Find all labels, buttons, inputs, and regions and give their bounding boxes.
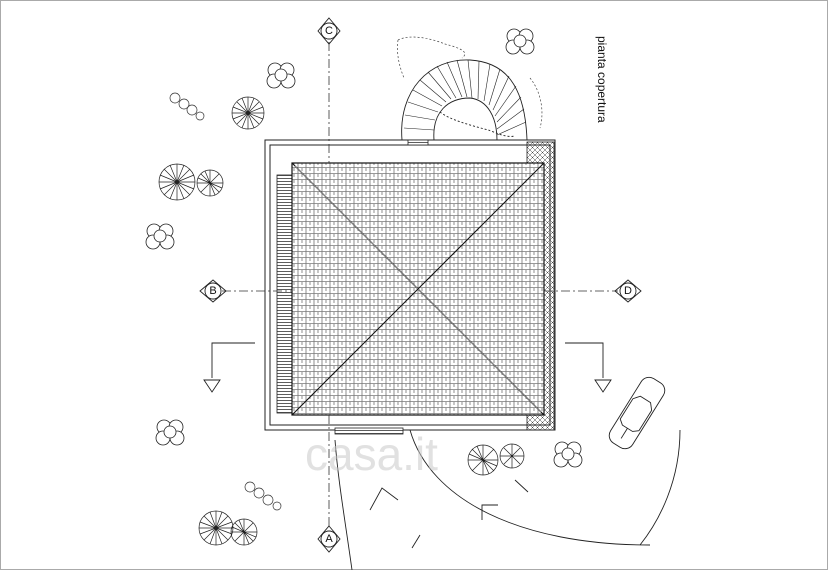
- entry-threshold: [334, 427, 404, 435]
- west-gutter-strip: [276, 174, 293, 414]
- hip-ridges: [291, 162, 545, 416]
- section-marker-b: B: [199, 279, 227, 303]
- section-marker-a: A: [317, 525, 341, 553]
- hedge-outline: [397, 36, 543, 129]
- tree-symbols: [158, 96, 525, 546]
- section-marker-c: C: [317, 17, 341, 45]
- shrub-clusters: [169, 92, 282, 511]
- driveway: [334, 429, 681, 570]
- section-marker-c-label: C: [325, 25, 333, 37]
- car-icon: [608, 376, 666, 450]
- section-marker-b-label: B: [209, 285, 216, 297]
- section-marker-a-label: A: [325, 533, 333, 545]
- level-marker-right: [565, 342, 612, 393]
- drawing-title: pianta copertura: [595, 36, 609, 123]
- stair-landing: [407, 139, 429, 146]
- level-marker-left: [203, 342, 255, 393]
- spiral-staircase: [401, 59, 528, 141]
- watermark-text: casa.it: [305, 428, 438, 480]
- ground-marks: [369, 479, 529, 549]
- section-marker-d-label: D: [624, 285, 632, 297]
- section-marker-d: D: [614, 279, 642, 303]
- bush-symbols: [145, 28, 583, 468]
